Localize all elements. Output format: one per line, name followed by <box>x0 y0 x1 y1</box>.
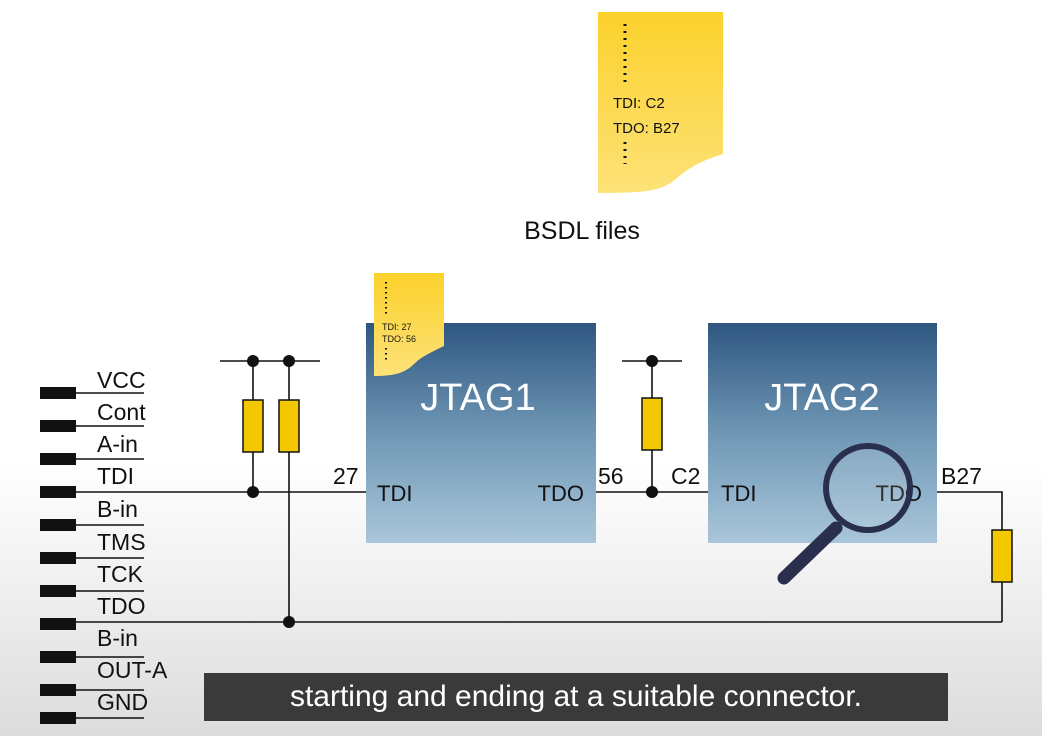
junction-dot <box>247 355 259 367</box>
bsdl-line: TDO: B27 <box>613 120 680 137</box>
bsdl-line: TDO: 56 <box>382 334 416 344</box>
resistors <box>242 397 1013 583</box>
pin-label: TMS <box>97 529 146 555</box>
pin-label: B-in <box>97 496 138 522</box>
pin-label: VCC <box>97 367 146 393</box>
bsdl-document-small: TDI: 27 TDO: 56 <box>374 273 444 376</box>
net-label-27: 27 <box>333 463 359 489</box>
chip-port-out: TDO <box>876 481 922 506</box>
chip-title: JTAG2 <box>764 377 879 419</box>
pin-label: TDI <box>97 463 134 489</box>
connector-pin-tck: TCK <box>40 561 144 597</box>
chip-jtag1: JTAG1 TDI TDO <box>366 323 596 543</box>
connector-pin-vcc: VCC <box>40 367 146 399</box>
resistor <box>641 397 663 451</box>
pin-label: TDO <box>97 593 146 619</box>
connector-pin-tms: TMS <box>40 529 146 564</box>
pin-label: A-in <box>97 431 138 457</box>
bsdl-line: TDI: 27 <box>382 322 412 332</box>
resistor <box>242 399 264 453</box>
connector-pin-b-in: B-in <box>40 496 144 531</box>
net-label-c2: C2 <box>671 463 700 489</box>
bsdl-line: TDI: C2 <box>613 95 665 112</box>
junctions <box>247 355 658 628</box>
pin-label: Cont <box>97 399 146 425</box>
bsdl-document: TDI: C2 TDO: B27 <box>598 12 723 193</box>
bsdl-caption: BSDL files <box>524 217 640 245</box>
chip-port-in: TDI <box>377 481 412 506</box>
chip-port-in: TDI <box>721 481 756 506</box>
connector-pin-gnd: GND <box>40 689 148 724</box>
video-subtitle: starting and ending at a suitable connec… <box>204 673 948 721</box>
pin-label: OUT-A <box>97 657 168 683</box>
resistor <box>278 399 300 453</box>
connector-pin-a-in: A-in <box>40 431 144 465</box>
net-label-56: 56 <box>598 463 624 489</box>
junction-dot <box>283 355 295 367</box>
junction-dot <box>646 486 658 498</box>
pin-label: TCK <box>97 561 144 587</box>
chip-jtag2: JTAG2 TDI TDO <box>708 323 937 543</box>
junction-dot <box>646 355 658 367</box>
junction-dot <box>283 616 295 628</box>
resistor <box>991 529 1013 583</box>
connector-pin-tdi: TDI <box>40 463 134 498</box>
connector-pin-b-in-2: B-in <box>40 625 144 663</box>
connector-pin-cont: Cont <box>40 399 146 432</box>
junction-dot <box>247 486 259 498</box>
connector-pin-out-a: OUT-A <box>40 657 168 696</box>
chip-title: JTAG1 <box>420 377 535 419</box>
pin-label: B-in <box>97 625 138 651</box>
magnifier-icon <box>777 443 913 585</box>
pin-label: GND <box>97 689 148 715</box>
connector: VCC Cont A-in TDI B-in TMS <box>40 367 168 724</box>
connector-pin-tdo: TDO <box>40 593 146 630</box>
chip-port-out: TDO <box>538 481 584 506</box>
net-label-b27: B27 <box>941 463 982 489</box>
